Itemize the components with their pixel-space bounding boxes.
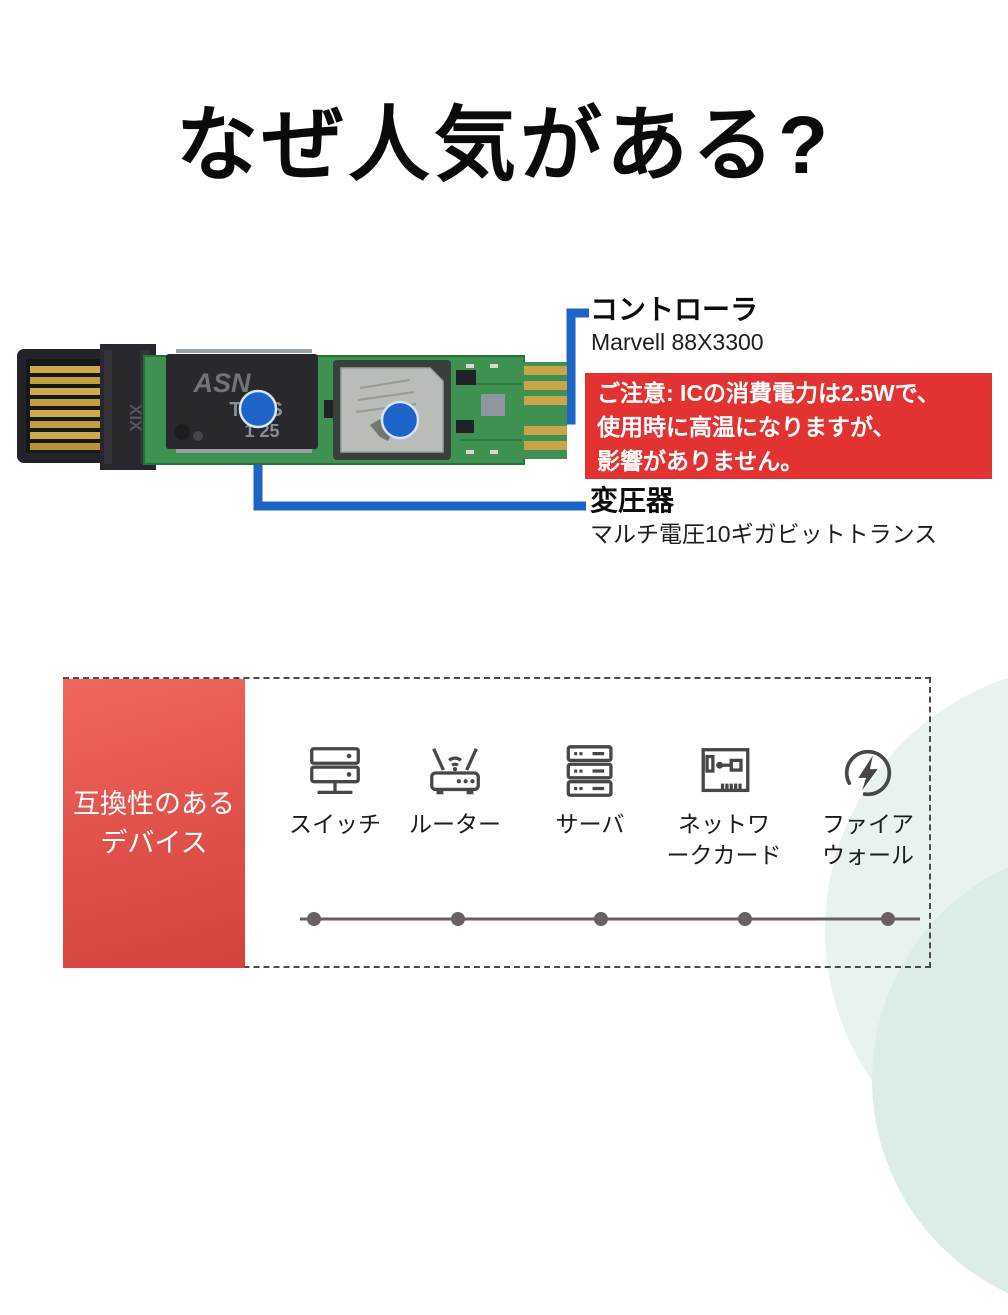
notice-line-3: 影響がありません。 <box>597 448 804 474</box>
gold-pins <box>30 366 112 450</box>
device-label-line2: ークカード <box>666 842 782 868</box>
notice-line-2: 使用時に高温になりますが、 <box>597 414 896 440</box>
compat-device-firewall: ファイア ウォール <box>822 741 914 871</box>
device-label-line2: ウォール <box>822 842 914 868</box>
notice-box: ご注意: ICの消費電力は2.5Wで、 使用時に高温になりますが、 影響がありま… <box>585 373 992 479</box>
compat-device-server: サーバ <box>555 741 625 840</box>
pcb-components <box>456 364 505 454</box>
device-label: サーバ <box>555 811 625 837</box>
compat-device-switch: スイッチ <box>289 741 381 840</box>
transformer-subtitle: マルチ電圧10ギガビットトランス <box>590 521 938 547</box>
page-title: なぜ人気がある? <box>175 100 833 191</box>
device-label: ルーター <box>409 811 501 837</box>
compat-panel: 互換性のある デバイス <box>63 679 245 968</box>
gold-edge-fingers <box>524 366 567 450</box>
chip-logo-text: ASN <box>192 368 251 398</box>
clip-marking-text: XIX <box>126 404 145 432</box>
controller-subtitle: Marvell 88X3300 <box>591 329 764 355</box>
sfp-connector-housing <box>17 349 119 463</box>
device-label: スイッチ <box>289 811 381 837</box>
product-photo-sfp-adapter: XIX ASN T2 1S 1 25 <box>17 308 589 511</box>
compat-device-router: ルーター <box>409 741 501 840</box>
firewall-icon <box>844 749 892 797</box>
transformer-label: 変圧器 <box>590 485 675 516</box>
device-label-line1: ネットワ <box>678 811 770 837</box>
smd-component <box>324 400 333 418</box>
transformer-anchor-dot <box>238 389 278 429</box>
device-label-line1: ファイア <box>822 811 914 837</box>
controller-label: コントローラ <box>590 294 759 325</box>
controller-anchor-dot <box>380 400 420 440</box>
server-icon <box>567 745 613 797</box>
notice-line-1: ご注意: ICの消費電力は2.5Wで、 <box>597 380 940 406</box>
router-icon <box>430 748 480 795</box>
compat-device-network-card: ネットワ ークカード <box>667 741 782 871</box>
compat-panel-label-line2: デバイス <box>100 827 208 858</box>
compat-panel-label-line1: 互換性のある <box>73 788 235 819</box>
switch-icon <box>310 747 360 794</box>
network-card-icon <box>701 748 749 793</box>
